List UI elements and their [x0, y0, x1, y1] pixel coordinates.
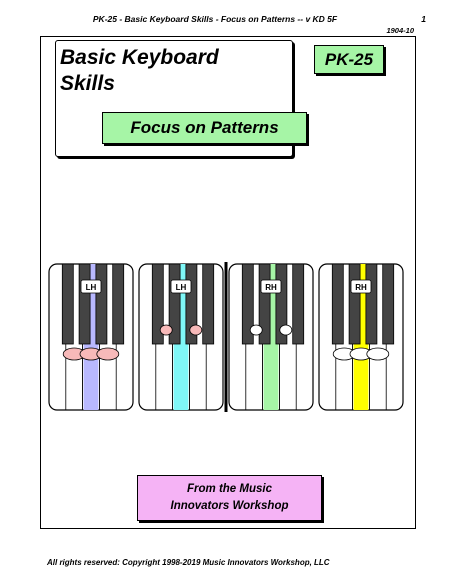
document-code: 1904-10 [386, 26, 414, 35]
cover-title: Basic Keyboard Skills [60, 45, 219, 97]
black-key [95, 263, 108, 345]
black-key [348, 263, 361, 345]
black-key [241, 263, 254, 345]
copyright-notice: All rights reserved: Copyright 1998-2019… [47, 558, 330, 567]
hand-label: LH [176, 283, 187, 292]
hand-label-box [260, 279, 282, 294]
note-dot [189, 324, 203, 336]
footer-line-1: From the Music [187, 483, 272, 495]
cover-frame [40, 36, 416, 529]
black-key [168, 263, 181, 345]
keyboard-panel: RH [318, 263, 404, 411]
keyboard-illustration: LH LH RH RH [48, 262, 404, 412]
note-dot [366, 347, 390, 361]
black-key [292, 263, 305, 345]
subtitle-banner: Focus on Patterns [102, 112, 307, 144]
page-number: 1 [421, 14, 426, 24]
title-line-2: Skills [60, 72, 115, 95]
course-code-badge: PK-25 [314, 45, 384, 74]
note-dot [249, 324, 263, 336]
hand-label-box [170, 279, 192, 294]
note-dot [279, 324, 293, 336]
publisher-box: From the Music Innovators Workshop [137, 475, 322, 521]
black-key [202, 263, 215, 345]
hand-label-box [350, 279, 372, 294]
header-title: PK-25 - Basic Keyboard Skills - Focus on… [92, 14, 338, 24]
hand-label-box [80, 279, 102, 294]
black-key [331, 263, 344, 345]
hand-label: RH [265, 283, 277, 292]
black-key [258, 263, 271, 345]
keyboard-panel: LH [138, 263, 224, 411]
keyboard-panel: RH [228, 263, 314, 411]
black-key [185, 263, 198, 345]
black-key [61, 263, 74, 345]
footer-line-2: Innovators Workshop [170, 500, 289, 512]
black-key [365, 263, 378, 345]
black-key [382, 263, 395, 345]
black-key [151, 263, 164, 345]
keyboard-panel: LH [48, 263, 134, 411]
note-dot [96, 347, 120, 361]
black-key [78, 263, 91, 345]
hand-label: RH [355, 283, 367, 292]
note-dot [159, 324, 173, 336]
black-key [112, 263, 125, 345]
hand-label: LH [86, 283, 97, 292]
black-key [275, 263, 288, 345]
title-line-1: Basic Keyboard [60, 46, 219, 69]
